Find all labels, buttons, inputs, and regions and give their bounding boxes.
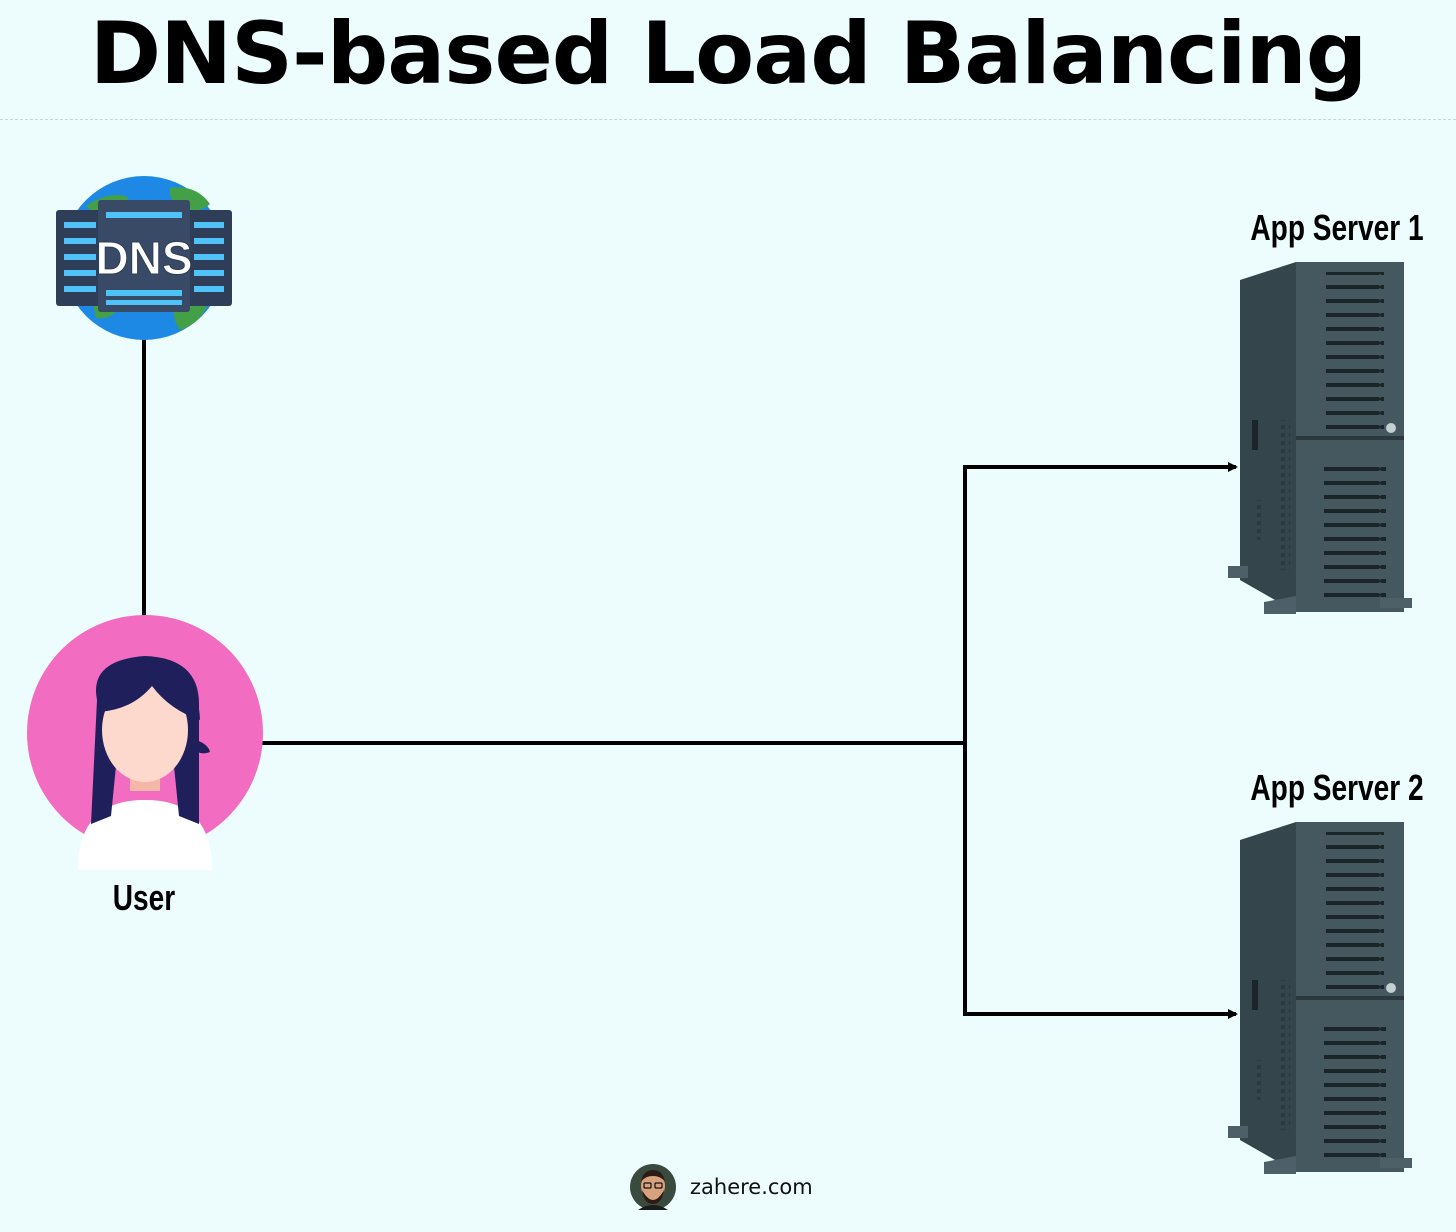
dns-label: DNS [95, 232, 192, 284]
dns-server-globe-icon: DNS [56, 176, 232, 340]
user-avatar-icon [27, 615, 263, 870]
server-2-label: App Server 2 [1250, 768, 1423, 808]
author-avatar-icon [630, 1164, 676, 1210]
page-title: DNS-based Load Balancing [89, 4, 1368, 104]
footer-credit: zahere.com [630, 1164, 813, 1210]
tower-server-icon-1 [1228, 262, 1412, 614]
server-1-label: App Server 1 [1250, 208, 1423, 248]
tower-server-icon-2 [1228, 822, 1412, 1174]
title-divider [0, 119, 1456, 120]
footer-link[interactable]: zahere.com [690, 1175, 813, 1199]
user-label: User [113, 878, 176, 918]
